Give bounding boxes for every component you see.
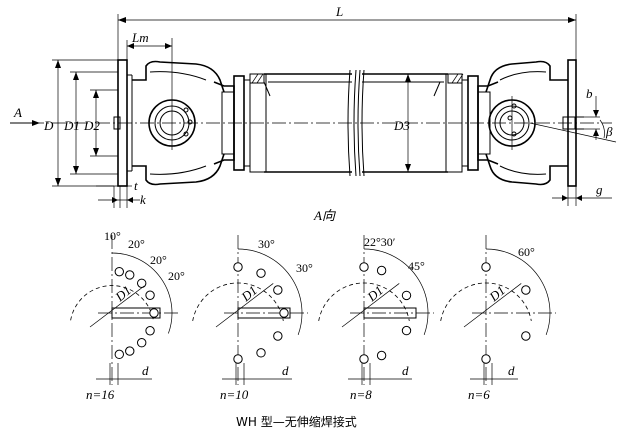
bolt-hole — [279, 308, 289, 318]
bolt-hole — [273, 285, 283, 295]
bolt-hole — [145, 290, 155, 300]
bolt-hole — [114, 349, 124, 360]
bolt-hole — [125, 346, 135, 356]
flange-angle-label: 20° — [168, 269, 185, 283]
flange-d-label: d — [142, 363, 149, 378]
flange-angle-label: 20° — [128, 237, 145, 251]
bolt-hole — [256, 268, 266, 278]
bolt-hole — [359, 354, 369, 364]
flange-d-label: d — [282, 363, 289, 378]
dim-D1-label: D1 — [63, 118, 80, 133]
flange-view-3: D1 d n=8 22°30′ 45° — [318, 235, 434, 402]
bolt-hole — [256, 348, 266, 358]
flange-angle-label: 22°30′ — [364, 235, 396, 249]
dim-b-label: b — [586, 86, 593, 101]
bolt-hole — [521, 285, 531, 295]
flange-D1-label: D1 — [111, 283, 134, 305]
flange-d-label: d — [508, 363, 515, 378]
dim-beta-label: β — [605, 124, 613, 139]
bolt-hole — [359, 262, 369, 272]
bolt-hole — [273, 331, 283, 341]
bolt-hole — [233, 262, 243, 272]
flange-angle-label: 10° — [104, 229, 121, 243]
flange-n-label: n=6 — [468, 387, 490, 402]
flange-view-4: D1 d n=6 60° — [440, 235, 556, 402]
flange-views: D1dn=1610°20°20°20°D1dn=1030°30°D1dn=822… — [70, 229, 556, 402]
bolt-hole — [481, 262, 491, 272]
main-elevation — [30, 59, 617, 187]
flange-n-label: n=10 — [220, 387, 249, 402]
flange-d-label: d — [402, 363, 409, 378]
bolt-hole — [149, 308, 159, 318]
flange-angle-label: 45° — [408, 259, 425, 273]
flange-angle-label: 60° — [518, 245, 535, 259]
dim-L-label: L — [335, 4, 343, 19]
flange-angle-label: 20° — [150, 253, 167, 267]
bolt-hole — [145, 326, 155, 336]
bolt-hole — [521, 331, 531, 341]
bolt-hole — [114, 266, 124, 277]
flange-D1-label: D1 — [485, 283, 508, 305]
bolt-hole — [125, 270, 135, 280]
dim-D3-label: D3 — [393, 118, 410, 133]
bolt-hole — [376, 265, 387, 276]
dim-Lm-label: Lm — [131, 30, 149, 45]
bolt-hole — [376, 350, 387, 361]
bolt-hole — [481, 354, 491, 364]
flange-D1-label: D1 — [237, 283, 260, 305]
flange-D1-label: D1 — [363, 283, 386, 305]
caption: WH 型—无伸缩焊接式 — [236, 414, 357, 429]
dim-g-label: g — [596, 182, 603, 197]
flange-angle-label: 30° — [258, 237, 275, 251]
view-A-title: A向 — [313, 208, 336, 223]
flange-view-2: D1 d n=10 30° 30° — [192, 235, 313, 402]
bolt-hole — [401, 290, 412, 301]
flange-n-label: n=16 — [86, 387, 115, 402]
dim-t-label: t — [134, 178, 138, 193]
dim-k-label: k — [140, 192, 146, 207]
dim-D-label: D — [43, 118, 54, 133]
view-A-arrow-label: A — [13, 105, 22, 120]
flange-angle-label: 30° — [296, 261, 313, 275]
dim-D2-label: D2 — [83, 118, 100, 133]
bolt-hole — [136, 337, 147, 348]
dimensions: L Lm A D D1 D2 — [10, 4, 613, 223]
bolt-hole — [233, 354, 243, 364]
flange-n-label: n=8 — [350, 387, 372, 402]
bolt-hole — [401, 325, 412, 336]
